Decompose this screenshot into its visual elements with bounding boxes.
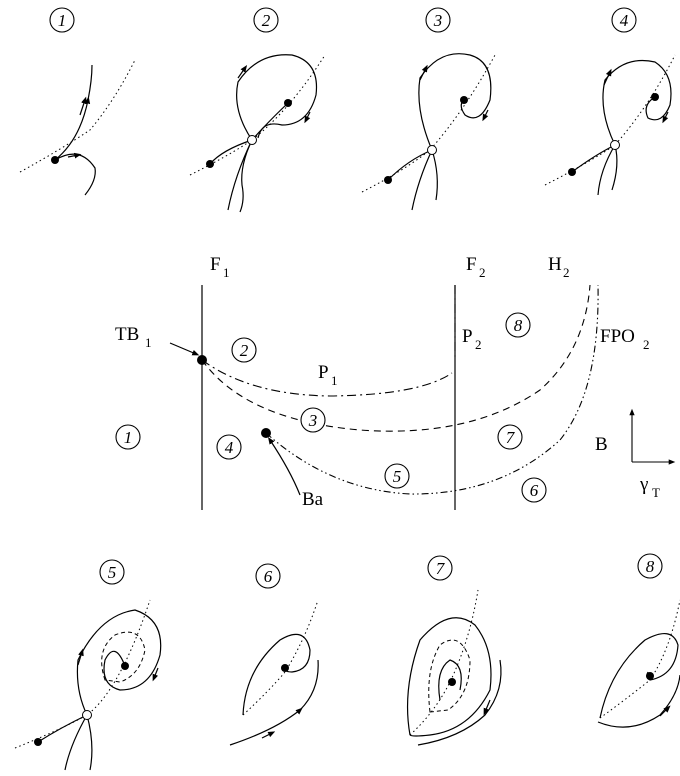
H2-label: H [548, 254, 562, 275]
F1-label: F [210, 254, 221, 275]
parameter-plane: F 1 F 2 H 2 TB 1 P 1 P 2 FPO 2 Ba B γ T … [115, 254, 676, 510]
phase-portrait-6 [229, 599, 319, 746]
svg-text:1: 1 [223, 265, 230, 280]
P2-label: P [462, 326, 473, 347]
P1-label: P [318, 362, 329, 383]
svg-text:2: 2 [479, 265, 486, 280]
panel-number-6: 6 [264, 567, 273, 586]
panel-number-3: 3 [433, 11, 443, 30]
Ba-point [261, 428, 271, 438]
P1-curve [201, 359, 453, 397]
F2-label: F [466, 254, 477, 275]
FPO2-curve [265, 284, 599, 495]
panel-number-2: 2 [262, 11, 271, 30]
bottom-panel-labels: 5 6 7 8 [99, 553, 663, 589]
B-axis-label: B [595, 434, 608, 455]
TB1-label: TB [115, 324, 139, 345]
svg-text:T: T [652, 485, 660, 500]
phase-portrait-7 [406, 589, 502, 746]
region-4: 4 [225, 438, 234, 457]
svg-text:2: 2 [475, 337, 482, 352]
svg-text:1: 1 [331, 373, 338, 388]
panel-number-4: 4 [620, 11, 629, 30]
panel-number-5: 5 [108, 563, 117, 582]
panel-number-8: 8 [646, 557, 655, 576]
phase-portrait-3 [361, 53, 496, 211]
phase-portrait-2 [189, 54, 326, 213]
region-3: 3 [308, 411, 318, 430]
panel-number-1: 1 [58, 11, 67, 30]
node-dot [51, 156, 59, 164]
region-7: 7 [506, 428, 516, 447]
svg-text:2: 2 [563, 265, 570, 280]
phase-portrait-4 [544, 54, 676, 196]
svg-text:1: 1 [145, 335, 152, 350]
region-2: 2 [240, 341, 249, 360]
phase-portrait-5 [14, 599, 162, 771]
phase-portrait-8 [597, 599, 680, 728]
H2-curve [201, 284, 591, 432]
svg-text:2: 2 [643, 337, 650, 352]
top-panel-labels: 1 2 3 4 [49, 7, 637, 33]
panel-number-7: 7 [436, 559, 446, 578]
Ba-label: Ba [302, 489, 324, 510]
region-8: 8 [514, 316, 523, 335]
region-1: 1 [124, 428, 133, 447]
phase-portrait-1 [19, 59, 136, 196]
region-5: 5 [393, 467, 402, 486]
region-6: 6 [530, 481, 539, 500]
gamma-axis-label: γ [639, 474, 648, 495]
TB1-point [197, 355, 207, 365]
FPO2-label: FPO [600, 326, 635, 347]
